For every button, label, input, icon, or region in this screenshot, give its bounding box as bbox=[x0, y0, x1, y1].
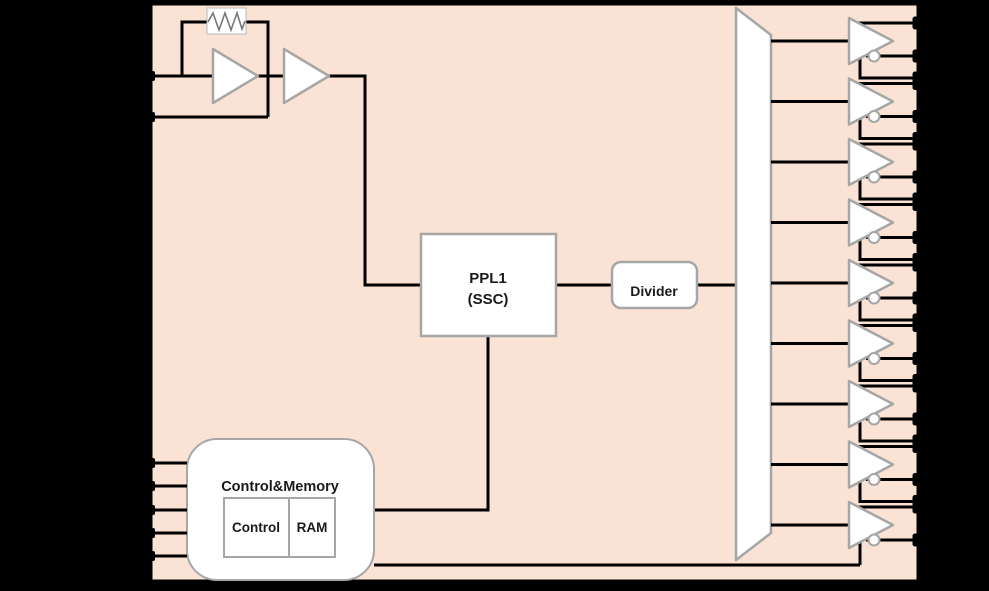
ram-label: RAM bbox=[297, 520, 328, 535]
wire-buffer-aux bbox=[858, 298, 919, 322]
output-pin bbox=[912, 319, 926, 332]
inversion-bubble-icon bbox=[867, 110, 881, 123]
osc-amp1-buffer-icon bbox=[211, 47, 260, 105]
wire-buffer-aux bbox=[858, 479, 919, 503]
output-pin bbox=[912, 291, 926, 305]
output-buffer-channel bbox=[771, 77, 919, 140]
output-pin bbox=[912, 440, 926, 453]
inversion-bubble-icon bbox=[867, 352, 881, 365]
wires bbox=[150, 20, 860, 567]
inversion-bubble-icon bbox=[867, 291, 881, 305]
output-buffer-channel bbox=[771, 198, 919, 261]
wire-buffer-aux bbox=[858, 116, 919, 140]
output-pin bbox=[912, 231, 926, 244]
control-pin bbox=[145, 528, 155, 538]
output-pin bbox=[912, 412, 926, 426]
control-memory-title: Control&Memory bbox=[221, 479, 339, 495]
inversion-bubble-icon bbox=[867, 533, 881, 547]
output-pin bbox=[912, 352, 926, 365]
wire-feedback-right bbox=[246, 20, 270, 117]
output-buffer-channel bbox=[771, 137, 919, 201]
pll-box bbox=[419, 232, 558, 338]
wire-buffer-aux bbox=[858, 56, 919, 80]
osc-amp2-buffer-icon bbox=[282, 47, 331, 105]
output-pin bbox=[912, 379, 926, 393]
inversion-bubble-icon bbox=[867, 170, 881, 184]
control-label: Control bbox=[232, 520, 280, 535]
divider-label: Divider bbox=[630, 283, 678, 299]
xout-pin bbox=[145, 112, 155, 122]
control-pin bbox=[145, 458, 155, 468]
control-pin bbox=[145, 505, 155, 515]
output-pin bbox=[912, 137, 926, 151]
wire-buffer-aux bbox=[858, 237, 919, 261]
output-buffer-channel bbox=[771, 379, 919, 443]
divider-box bbox=[610, 260, 699, 310]
xin-pin bbox=[145, 71, 155, 81]
clock-fanout-mux-icon bbox=[734, 6, 773, 562]
control-pin bbox=[145, 551, 155, 561]
output-buffer-channel bbox=[771, 258, 919, 322]
output-pin bbox=[912, 77, 926, 90]
output-buffer-channel bbox=[771, 500, 919, 565]
resistor-icon bbox=[206, 7, 247, 35]
output-pin bbox=[912, 198, 926, 211]
pll-label-line2: (SSC) bbox=[468, 291, 509, 308]
control-memory-block: Control&Memory Control RAM bbox=[186, 438, 375, 581]
divider-block: Divider bbox=[610, 260, 699, 310]
pll-label-line1: PPL1 bbox=[469, 270, 507, 287]
pll-block: PPL1 (SSC) bbox=[419, 232, 558, 338]
output-pin bbox=[912, 473, 926, 486]
output-pin bbox=[912, 170, 926, 184]
output-pin bbox=[912, 500, 926, 514]
inversion-bubble-icon bbox=[867, 473, 881, 486]
wire-buffer-aux bbox=[858, 177, 919, 201]
output-pin bbox=[912, 16, 926, 30]
wire-buffer-aux bbox=[858, 419, 919, 443]
output-buffer-channel bbox=[771, 440, 919, 503]
wire-feedback-left bbox=[180, 20, 207, 76]
wire-osc-to-pll bbox=[329, 74, 421, 287]
control-pin bbox=[145, 481, 155, 491]
inversion-bubble-icon bbox=[867, 231, 881, 244]
inversion-bubble-icon bbox=[867, 49, 881, 63]
wire-buffer-aux bbox=[858, 358, 919, 382]
output-buffer-channel bbox=[771, 16, 919, 80]
edge-pins bbox=[145, 16, 926, 561]
resistor-zigzag-icon bbox=[207, 10, 246, 33]
output-buffers bbox=[771, 16, 919, 565]
output-pin bbox=[912, 110, 926, 123]
output-pin bbox=[912, 533, 926, 547]
ram-box bbox=[288, 497, 336, 558]
output-pin bbox=[912, 258, 926, 272]
output-buffer-channel bbox=[771, 319, 919, 382]
wire-pll-to-control bbox=[374, 336, 490, 512]
output-pin bbox=[912, 49, 926, 63]
control-box bbox=[223, 497, 290, 558]
inversion-bubble-icon bbox=[867, 412, 881, 426]
